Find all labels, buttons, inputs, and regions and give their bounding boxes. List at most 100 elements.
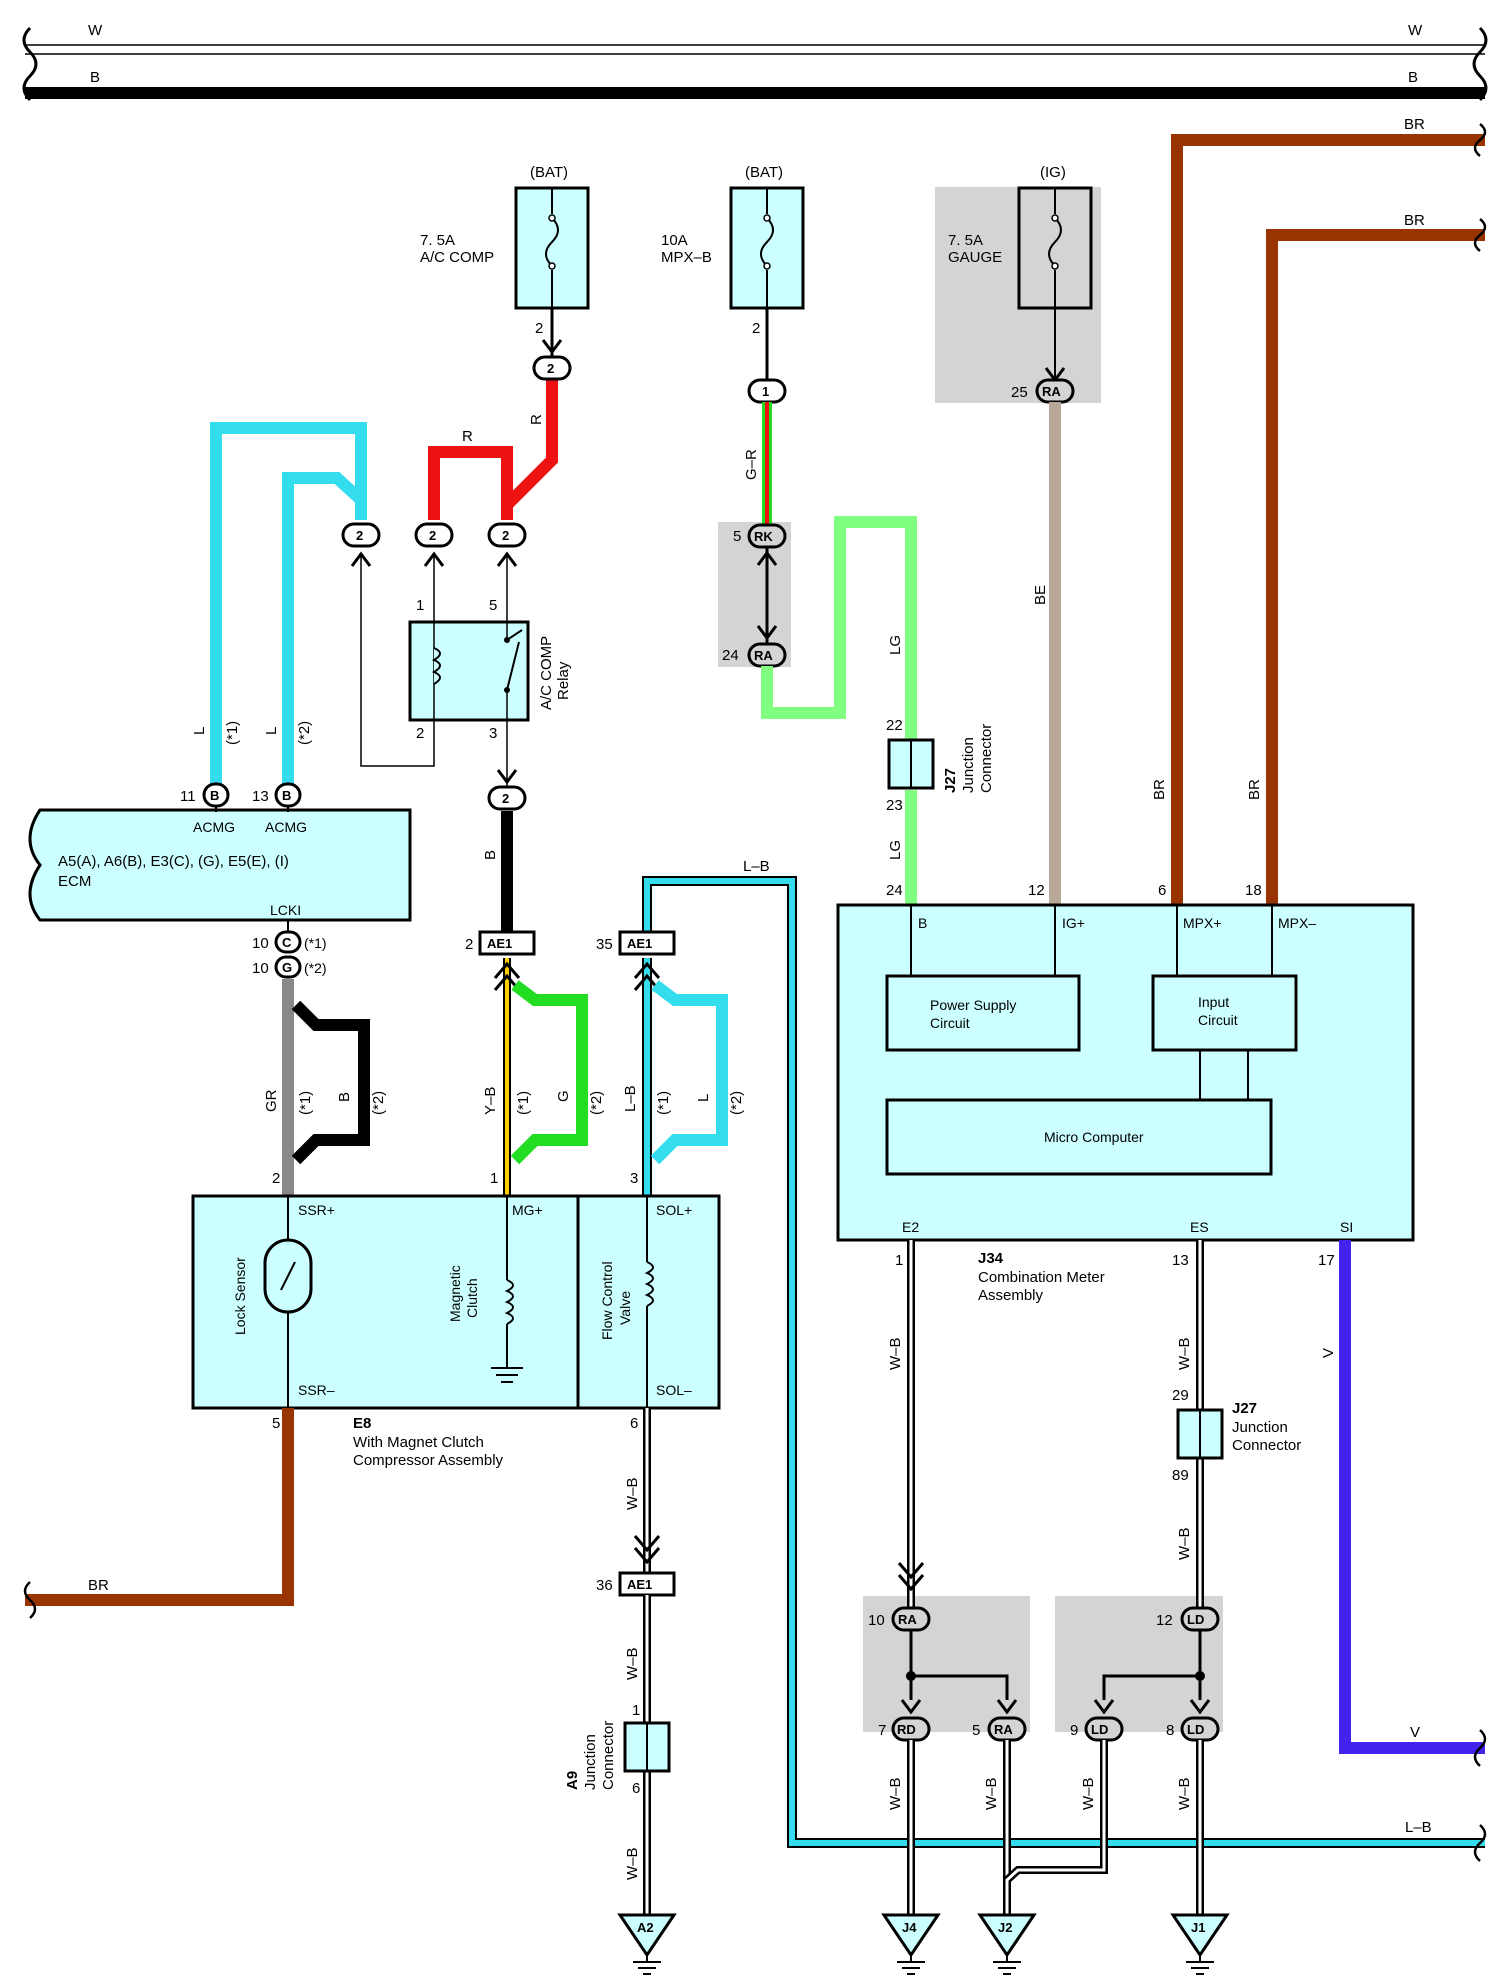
fuse-gauge-rating: 7. 5A xyxy=(948,232,983,249)
fuse-gauge-name: GAUGE xyxy=(948,249,1002,266)
wire-l-2 xyxy=(282,472,366,800)
conn-ecm-c: C xyxy=(274,930,302,954)
pin-1-a9: 1 xyxy=(632,1702,640,1719)
pin-6-a9: 6 xyxy=(632,1780,640,1797)
wire-ra-split xyxy=(909,1630,1009,1700)
label-lg-1: LG xyxy=(887,635,904,655)
label-wb-sol: W–B xyxy=(624,1477,641,1510)
conn-ecm-b-13: B xyxy=(274,782,302,808)
j27-top-id: J27 xyxy=(942,768,959,793)
label-wb-j2b: W–B xyxy=(1080,1777,1097,1810)
label-l-sol-variant: (*2) xyxy=(728,1091,745,1115)
bus-b: B B xyxy=(25,69,1485,99)
bus-w: W W xyxy=(25,22,1485,55)
pin-1-comp: 1 xyxy=(490,1170,498,1187)
ecm-line1: A5(A), A6(B), E3(C), (G), E5(E), (I) xyxy=(58,853,289,870)
conn-ecm-g: G xyxy=(274,955,302,979)
ground-a2-label: A2 xyxy=(637,1920,654,1935)
label-l-2: L xyxy=(263,727,280,735)
ecm-line2: ECM xyxy=(58,873,91,890)
term-mg-p: MG+ xyxy=(512,1202,543,1218)
ground-j1: J1 xyxy=(1170,1913,1230,1975)
bus-w-label-left: W xyxy=(88,22,103,39)
label-br-1: BR xyxy=(1404,116,1425,133)
label-wb-a2: W–B xyxy=(624,1847,641,1880)
svg-text:RA: RA xyxy=(898,1612,917,1627)
wire-ld-split xyxy=(1102,1630,1202,1700)
term-ssr-p: SSR+ xyxy=(298,1202,335,1218)
label-lg-2: LG xyxy=(887,840,904,860)
wire-relay-thin xyxy=(360,556,435,767)
j27-bottom-line1: Junction xyxy=(1232,1419,1288,1436)
arrow-ae1-36 xyxy=(633,1535,661,1565)
conn-2-a: 2 xyxy=(341,522,381,548)
wire-g xyxy=(510,980,588,1165)
break-mark-v xyxy=(1473,1729,1487,1767)
meter-term-es: ES xyxy=(1190,1219,1209,1235)
relay-pin-2: 2 xyxy=(416,725,424,742)
svg-text:RK: RK xyxy=(754,529,773,544)
meter-term-si: SI xyxy=(1340,1219,1353,1235)
conn-2-c: 2 xyxy=(487,522,527,548)
svg-text:RD: RD xyxy=(897,1722,916,1737)
pin-6-comp: 6 xyxy=(630,1415,638,1432)
svg-text:B: B xyxy=(282,788,291,803)
fuse-ac-comp-name: A/C COMP xyxy=(420,249,494,266)
label-l-sol: L xyxy=(695,1094,712,1102)
wire-br-ssr xyxy=(25,1408,294,1606)
label-l-2-variant: (*2) xyxy=(296,721,313,745)
meter-id: J34 xyxy=(978,1250,1004,1267)
splice-ra xyxy=(906,1671,916,1681)
valve-label: Valve xyxy=(617,1291,633,1325)
fuse-ac-comp-pin: 2 xyxy=(535,320,543,337)
ecm-box: ACMG ACMG A5(A), A6(B), E3(C), (G), E5(E… xyxy=(28,806,412,922)
pin-12-meter: 12 xyxy=(1028,882,1045,899)
meter-term-mpxm: MPX– xyxy=(1278,915,1316,931)
conn-1-mpx: 1 xyxy=(747,378,787,404)
pin-8-ld: 8 xyxy=(1166,1722,1174,1739)
pin-24-meter: 24 xyxy=(886,882,903,899)
pin-11-ecm: 11 xyxy=(180,788,196,805)
wire-l-1 xyxy=(210,422,367,800)
relay-name-1: A/C COMP xyxy=(538,636,555,710)
label-l-1-variant: (*1) xyxy=(224,721,241,745)
relay-name-2: Relay xyxy=(555,661,572,700)
wire-l-sol xyxy=(650,980,728,1165)
pin-17-meter: 17 xyxy=(1318,1252,1335,1269)
svg-text:LD: LD xyxy=(1091,1722,1108,1737)
a9-line2: Connector xyxy=(600,1721,617,1790)
svg-text:AE1: AE1 xyxy=(627,1577,652,1592)
compressor-id: E8 xyxy=(353,1415,371,1432)
meter-term-ig: IG+ xyxy=(1062,915,1085,931)
arrows-rk-ra xyxy=(756,550,778,641)
j27-bottom-id: J27 xyxy=(1232,1400,1257,1417)
pin-24-ra: 24 xyxy=(722,647,739,664)
label-br-v2: BR xyxy=(1246,779,1263,800)
pin-25-ra: 25 xyxy=(1011,384,1028,401)
conn-ae1-35: AE1 xyxy=(618,930,676,956)
label-r-1: R xyxy=(462,428,473,445)
pin-2-ae1: 2 xyxy=(465,936,473,953)
conn-ecm-b-11: B xyxy=(202,782,230,808)
arrow-fuse-ac xyxy=(541,339,563,355)
fuse-mpx-b-rating: 10A xyxy=(661,232,688,249)
wire-r xyxy=(428,380,558,520)
label-wb-j2: W–B xyxy=(983,1777,1000,1810)
svg-text:2: 2 xyxy=(502,528,509,543)
label-lb-sol: L–B xyxy=(622,1085,639,1112)
label-wb-e2: W–B xyxy=(887,1337,904,1370)
label-wb-j4: W–B xyxy=(887,1777,904,1810)
arrows-ra-split xyxy=(900,1699,1018,1715)
pin-10-ra: 10 xyxy=(868,1612,885,1629)
ground-a2: A2 xyxy=(617,1913,677,1975)
svg-text:RA: RA xyxy=(1042,384,1061,399)
conn-ae1-2: AE1 xyxy=(478,930,536,956)
power-supply-line2: Circuit xyxy=(930,1015,970,1031)
label-v-1: V xyxy=(1320,1348,1337,1358)
label-g: G xyxy=(555,1090,572,1102)
svg-text:2: 2 xyxy=(547,361,554,376)
svg-text:2: 2 xyxy=(502,791,509,806)
pin-3-comp: 3 xyxy=(630,1170,638,1187)
label-be: BE xyxy=(1032,585,1049,605)
